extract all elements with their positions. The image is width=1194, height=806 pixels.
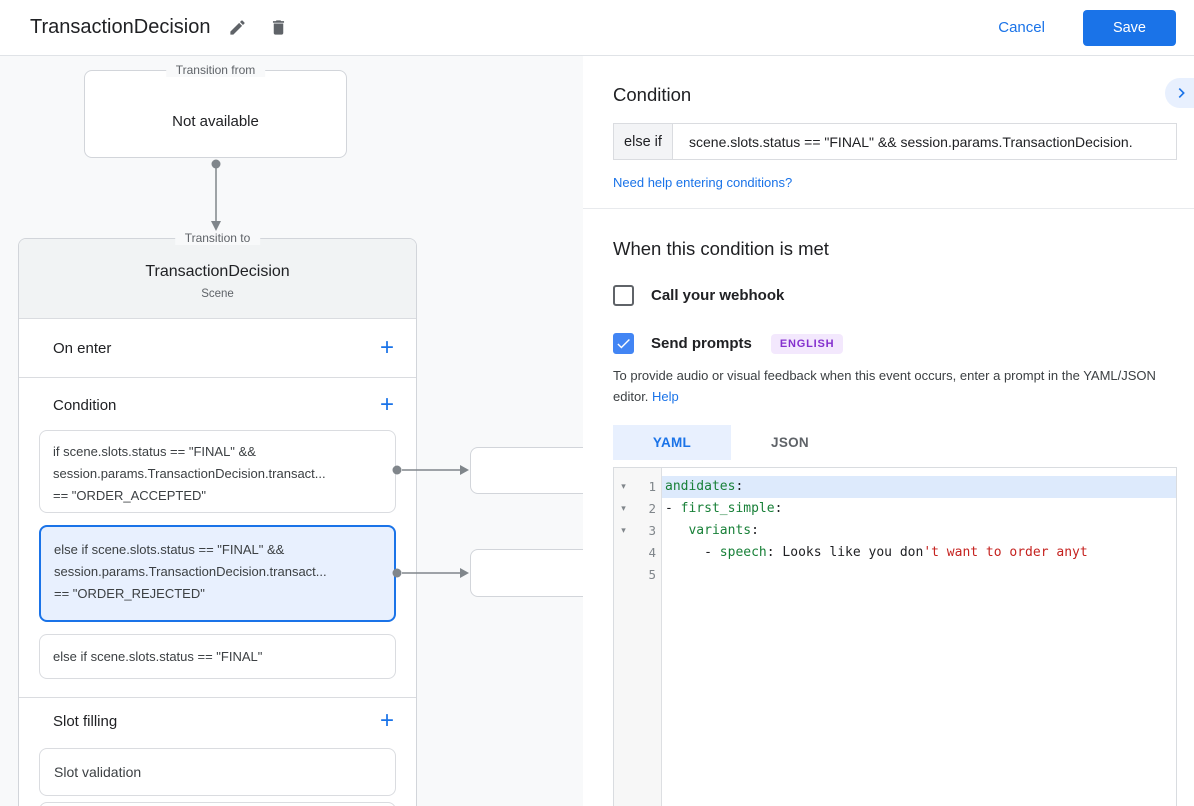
code-token-plain: : [751,522,759,538]
line-number: 4 [648,545,656,561]
divider [19,697,416,698]
condition-line: if scene.slots.status == "FINAL" && [53,444,256,459]
transition-to-card: Transition to TransactionDecision Scene … [18,231,417,806]
transition-target-box-1[interactable] [470,447,583,494]
transition-target-box-2[interactable] [470,549,583,597]
chevron-right-icon [1172,83,1192,103]
tab-yaml[interactable]: YAML [613,424,731,460]
code-token-plain: : Looks like you don [766,544,924,560]
call-webhook-checkbox[interactable] [613,285,634,306]
code-line[interactable]: andidates: [662,475,1176,498]
code-token-plain: : [774,500,783,516]
code-token-key: variants [688,522,752,538]
top-bar: TransactionDecision Cancel Save [0,0,1194,56]
partial-card [39,802,396,806]
slot-filling-label: Slot filling [53,713,118,730]
cancel-button[interactable]: Cancel [998,19,1045,36]
send-prompts-label: Send prompts [651,335,752,352]
code-token-plain: : [735,478,744,494]
flow-canvas: Transition from Not available Transition… [0,56,583,806]
code-line[interactable]: - first_simple: [662,498,1176,520]
gutter-row: 5 [614,564,661,586]
scene-type: Scene [201,288,234,300]
panel-divider [583,208,1194,209]
page-title: TransactionDecision [30,16,211,38]
pencil-icon [228,18,247,37]
call-webhook-label: Call your webhook [651,287,785,304]
add-slot-button[interactable]: + [375,709,399,733]
editor-code-area[interactable]: andidates:- first_simple: variants: - sp… [662,468,1176,806]
main-area: Transition from Not available Transition… [0,56,1194,806]
on-enter-label: On enter [53,340,112,357]
code-token-key: speech [719,544,767,560]
code-line[interactable] [662,564,1176,586]
condition-expression-row: else if [613,123,1177,160]
fold-arrow-icon[interactable]: ▾ [621,481,626,492]
line-number: 5 [648,567,656,583]
code-token-key: andidates [665,478,736,494]
feedback-help-link[interactable]: Help [652,388,679,404]
line-number: 1 [648,479,656,495]
transition-from-box: Transition from Not available [84,63,347,158]
code-line[interactable]: variants: [662,520,1176,542]
add-on-enter-button[interactable]: + [375,336,399,360]
condition-expression-input[interactable] [673,124,1176,159]
condition-card-final[interactable]: else if scene.slots.status == "FINAL" [39,634,396,679]
condition-card-accepted[interactable]: if scene.slots.status == "FINAL" && sess… [39,430,396,513]
code-line[interactable]: - speech: Looks like you don't want to o… [662,542,1176,564]
fold-arrow-icon[interactable]: ▾ [621,525,626,536]
gutter-row: ▾3 [614,520,661,542]
gutter-row: ▾1 [614,476,661,498]
language-badge: ENGLISH [770,333,844,354]
code-token-plain [665,523,688,538]
transition-to-label: Transition to [174,231,261,245]
scene-header: TransactionDecision Scene [19,239,416,319]
slot-validation-card[interactable]: Slot validation [39,748,396,796]
transition-from-label: Transition from [165,63,266,77]
scene-name: TransactionDecision [145,263,290,280]
gutter-row: 4 [614,542,661,564]
feedback-text: To provide audio or visual feedback when… [613,366,1169,408]
edit-scene-button[interactable] [224,14,251,41]
collapse-panel-button[interactable] [1165,78,1194,108]
code-token-plain: - [665,500,681,516]
save-button[interactable]: Save [1082,9,1176,46]
condition-line: session.params.TransactionDecision.trans… [53,466,326,481]
line-number: 2 [648,501,656,517]
add-condition-button[interactable]: + [375,393,399,417]
condition-line: else if scene.slots.status == "FINAL" && [54,542,285,557]
trash-icon [269,18,288,37]
divider [19,377,416,378]
prompts-row: Send prompts ENGLISH [613,333,1177,354]
fold-arrow-icon[interactable]: ▾ [621,503,626,514]
code-token-string: 't want to order anyt [923,544,1088,560]
condition-prefix-label: else if [614,124,673,159]
transition-from-value: Not available [172,113,259,130]
delete-scene-button[interactable] [265,14,292,41]
line-number: 3 [648,523,656,539]
gutter-row: ▾2 [614,498,661,520]
condition-line: == "ORDER_ACCEPTED" [53,488,206,503]
condition-line: else if scene.slots.status == "FINAL" [53,648,263,664]
webhook-row: Call your webhook [613,285,1177,306]
condition-section-label: Condition [53,397,117,414]
feedback-text-body: To provide audio or visual feedback when… [613,368,1156,404]
condition-card-rejected-selected[interactable]: else if scene.slots.status == "FINAL" &&… [39,525,396,622]
checkmark-icon [615,335,632,352]
tab-json[interactable]: JSON [771,434,809,450]
editor-tabs: YAML JSON [613,424,1177,460]
send-prompts-checkbox[interactable] [613,333,634,354]
condition-editor-panel: Condition else if Need help entering con… [583,56,1194,806]
condition-help-link[interactable]: Need help entering conditions? [613,175,793,190]
panel-condition-heading: Condition [613,84,692,105]
code-token-plain: - [665,544,720,560]
when-condition-heading: When this condition is met [613,238,829,259]
code-token-key: first_simple [680,500,775,516]
condition-line: session.params.TransactionDecision.trans… [54,564,327,579]
condition-line: == "ORDER_REJECTED" [54,586,205,601]
